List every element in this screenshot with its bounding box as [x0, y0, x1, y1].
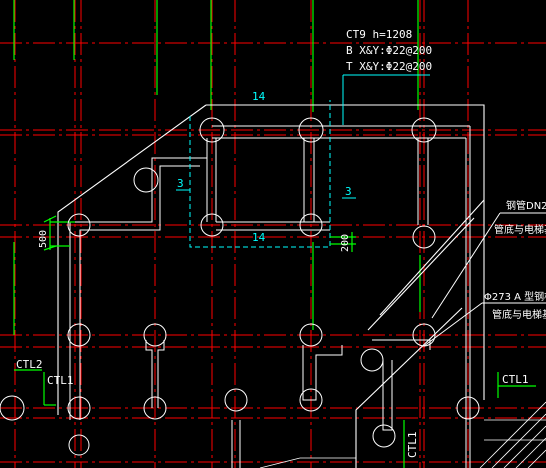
- pile-circle: [199, 117, 225, 143]
- pile-circle: [412, 323, 436, 347]
- dim-dashed-box: [189, 100, 331, 248]
- green-dim: [14, 215, 536, 468]
- pile-circle: [411, 117, 437, 143]
- pile-circle: [200, 213, 224, 237]
- dim-right-mid: 3: [345, 185, 352, 198]
- hatch-line: [491, 413, 546, 468]
- tag-ctl1-bottom: CTL1: [406, 432, 419, 459]
- pile-cap-outline: [57, 104, 485, 468]
- red-axis-lines: [0, 42, 546, 463]
- ct9-annotation: CT9 h=1208 B X&Y:Φ22@200 T X&Y:Φ22@200: [346, 28, 432, 73]
- pile-type-label: Φ273 A 型钢桩: [484, 290, 546, 303]
- hatch-line: [503, 425, 546, 468]
- dim-top-span: 14: [252, 90, 266, 103]
- note-leader: [431, 212, 501, 319]
- pile-circle: [67, 323, 91, 347]
- ct9-bottom-rebar: B X&Y:Φ22@200: [346, 44, 432, 57]
- pile-circle: [299, 323, 323, 347]
- note-leader: [423, 302, 483, 347]
- red-axis-vertical: [14, 0, 469, 468]
- wall-line: [145, 340, 153, 408]
- note-leaders: [423, 212, 546, 347]
- pile-circle: [0, 395, 25, 421]
- pile-circle: [298, 117, 324, 143]
- ct9-top-rebar: T X&Y:Φ22@200: [346, 60, 432, 73]
- hatch-line: [527, 449, 546, 468]
- tag-ctl1-left: CTL1: [47, 374, 74, 387]
- pile-circle: [456, 396, 480, 420]
- wall-line: [79, 165, 200, 420]
- tag-ctl2: CTL2: [16, 358, 43, 371]
- pile-circle: [360, 348, 384, 372]
- hatch-line: [515, 437, 546, 468]
- pile-circle: [143, 396, 167, 420]
- pile-circle: [133, 167, 159, 193]
- pile-circle: [299, 388, 323, 412]
- pipe-label: 钢管DN200: [506, 199, 546, 212]
- wall-line: [382, 360, 393, 431]
- wall-line: [372, 339, 431, 350]
- cap-diagonal-inner: [367, 217, 475, 331]
- pile-circle: [372, 424, 396, 448]
- tag-ctl1-right: CTL1: [502, 373, 529, 386]
- cap-diagonal-inner2: [379, 199, 485, 316]
- dim-left-mid: 3: [177, 177, 184, 190]
- dim-marks: [176, 74, 430, 199]
- dim-tick: [43, 245, 57, 251]
- dim-200: 200: [340, 234, 351, 252]
- cap-outline-top: [206, 104, 485, 237]
- pile-circle: [67, 396, 91, 420]
- wall-line: [157, 340, 165, 408]
- dim-vertical-texts: 500 200: [38, 230, 351, 252]
- hatch-line: [479, 401, 546, 468]
- pile-circle: [68, 434, 90, 456]
- hatching: [259, 401, 546, 468]
- pile-circle: [224, 388, 248, 412]
- cap-outline-left: [57, 104, 207, 415]
- pipe-note-2: 管底与电梯基坑底: [492, 308, 546, 321]
- dashed-outline: [189, 100, 331, 248]
- pile-circle: [412, 225, 436, 249]
- wall-line: [302, 345, 343, 401]
- pipe-note-1: 管底与电梯基坑底: [494, 223, 546, 236]
- hatch-line: [259, 457, 301, 468]
- cap-outline-diagonal: [355, 307, 463, 468]
- dim-texts: 14 14 3 3: [177, 90, 352, 244]
- green-axis-lines: [13, 0, 421, 335]
- wall-line: [69, 157, 207, 420]
- walls: [69, 125, 471, 468]
- dim-tick: [43, 215, 57, 223]
- pile-circle: [67, 213, 91, 237]
- piles: [0, 117, 480, 456]
- dim-500: 500: [38, 230, 49, 248]
- dim-bottom-span: 14: [252, 231, 266, 244]
- ct9-title: CT9 h=1208: [346, 28, 412, 41]
- right-notes: 钢管DN200 管底与电梯基坑底 Φ273 A 型钢桩 管底与电梯基坑底: [484, 199, 546, 321]
- pile-tags: CTL2 CTL1 CTL1 CTL1: [16, 358, 529, 458]
- pile-circle: [299, 213, 323, 237]
- pile-circle: [143, 323, 167, 347]
